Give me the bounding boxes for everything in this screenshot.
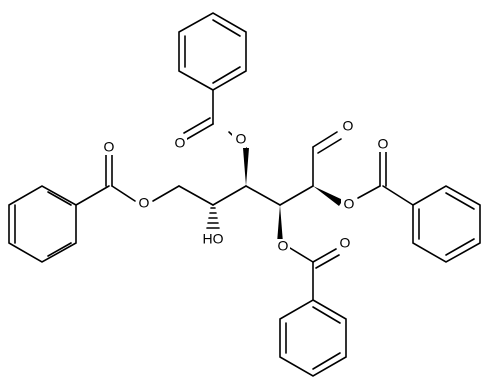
- benzoate-bottom: [279, 247, 347, 377]
- atom-o-carbonyl-left: O: [104, 139, 115, 155]
- atom-o-carbonyl-bottom: O: [340, 235, 351, 251]
- bond-c1-aldehyde-o-b: [317, 138, 342, 154]
- benzoate-right: [357, 151, 481, 263]
- wedge-bond-c4-o: [243, 148, 249, 186]
- atom-o-ester-right: O: [344, 196, 355, 212]
- backbone: [178, 131, 342, 206]
- bond-c5-c4: [212, 185, 247, 206]
- atom-o-carbonyl-top: O: [175, 135, 186, 151]
- atom-ho: HO: [203, 231, 224, 247]
- benzoate-top: [178, 12, 247, 149]
- atom-labels: O O O HO O O O O O O: [102, 118, 390, 255]
- atom-o-ester-bottom: O: [278, 238, 289, 254]
- bond-c4-c3: [245, 185, 281, 206]
- atom-o-ester-left: O: [139, 195, 150, 211]
- atom-o-ester-top: O: [236, 131, 247, 147]
- hash-bond-c5-oh: [206, 207, 220, 229]
- bond-ch2-c5: [178, 185, 214, 206]
- stereo-bonds: [206, 148, 343, 243]
- atom-o-aldehyde: O: [343, 118, 354, 134]
- atom-o-carbonyl-right: O: [378, 136, 389, 152]
- bond-c1-aldehyde-o-a: [312, 131, 338, 148]
- bond-c3-c2: [279, 185, 314, 206]
- wedge-bond-c3-o: [277, 205, 283, 243]
- wedge-bond-c2-o: [313, 186, 343, 206]
- benzoate-left: [8, 154, 180, 263]
